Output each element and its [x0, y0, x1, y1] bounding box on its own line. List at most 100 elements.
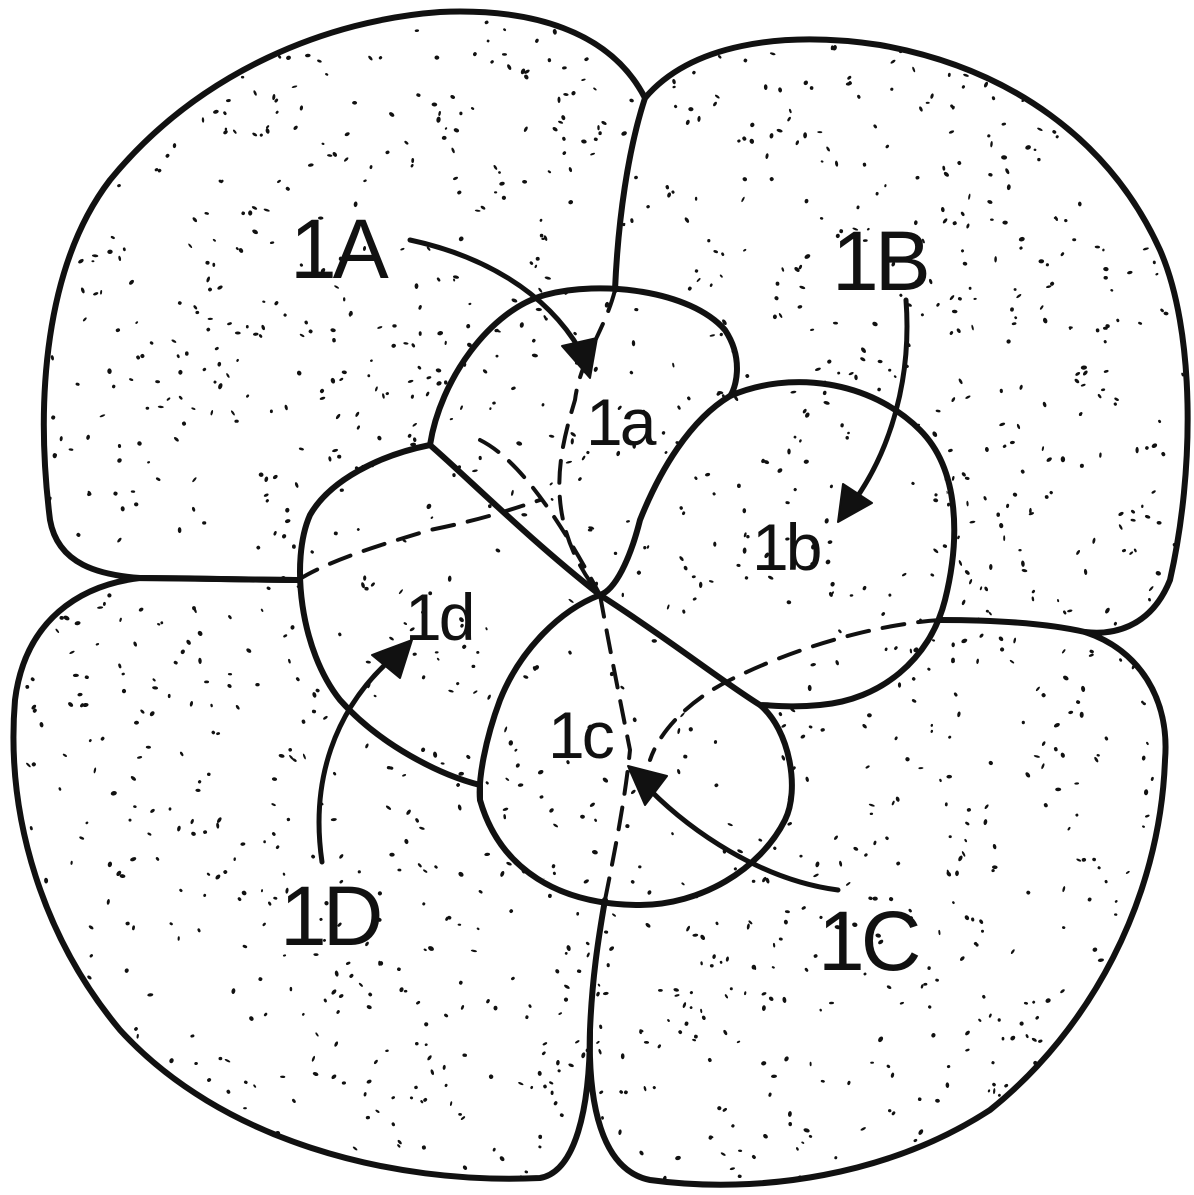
stipple-dot [372, 754, 376, 761]
stipple-dot [568, 598, 574, 603]
stipple-dot [234, 419, 239, 422]
stipple-dot [1163, 658, 1167, 663]
stipple-dot [169, 922, 173, 926]
stipple-dot [297, 531, 300, 537]
stipple-dot [979, 633, 985, 639]
stipple-dot [419, 331, 422, 336]
stipple-dot [312, 1071, 319, 1076]
stipple-dot [696, 277, 701, 282]
stipple-dot [597, 529, 604, 535]
stipple-dot [223, 1130, 228, 1135]
stipple-dot [107, 861, 112, 867]
stipple-dot [147, 41, 152, 44]
stipple-dot [961, 599, 966, 606]
stipple-dot [180, 649, 186, 655]
stipple-dot [804, 253, 811, 260]
stipple-dot [296, 370, 302, 376]
stipple-dot [746, 923, 750, 930]
stipple-dot [506, 64, 512, 71]
stipple-dot [464, 420, 468, 423]
stipple-dot [559, 1113, 564, 1118]
stipple-dot [366, 314, 370, 318]
stipple-dot [188, 243, 193, 249]
stipple-dot [762, 628, 766, 633]
stipple-dot [366, 1079, 372, 1084]
micromere-1a-outline [430, 288, 737, 595]
stipple-dot [1069, 1174, 1075, 1177]
stipple-dot [132, 925, 136, 930]
stipple-dot [869, 803, 876, 807]
stipple-dot [842, 765, 847, 770]
stipple-dot [319, 388, 325, 394]
stipple-dot [709, 283, 713, 287]
stipple-dot [744, 323, 752, 330]
stipple-dot [1130, 518, 1136, 522]
stipple-dot [988, 173, 993, 178]
stipple-dot [898, 478, 900, 482]
stipple-dot [559, 412, 564, 416]
stipple-dot [532, 881, 536, 885]
stipple-dot [960, 249, 964, 253]
stipple-dot [781, 755, 786, 762]
stipple-dot [106, 1073, 112, 1078]
stipple-dot [230, 410, 235, 416]
stipple-dot [583, 878, 590, 884]
stipple-dot [1060, 752, 1066, 758]
stipple-dot [179, 751, 184, 757]
stipple-dot [965, 821, 971, 826]
stipple-dot [25, 594, 29, 598]
stipple-dot [566, 945, 572, 952]
stipple-dot [531, 338, 536, 343]
stipple-dot [1088, 622, 1095, 629]
stipple-dot [355, 612, 361, 618]
stipple-dot [810, 663, 816, 667]
stipple-dot [397, 487, 404, 494]
stipple-dot [314, 763, 320, 768]
stipple-dot [405, 809, 411, 816]
stipple-dot [107, 249, 113, 254]
stipple-dot [587, 650, 595, 657]
stipple-dot [599, 466, 605, 471]
stipple-dot [412, 782, 418, 787]
stipple-dot [363, 575, 366, 581]
stipple-dot [307, 337, 312, 340]
stipple-dot [680, 544, 686, 546]
stipple-dot [823, 400, 830, 405]
stipple-dot [506, 861, 513, 866]
stipple-dot [629, 370, 634, 375]
stipple-dot [839, 457, 844, 461]
stipple-dot [935, 409, 940, 413]
stipple-dot [787, 449, 790, 455]
stipple-dot [902, 530, 908, 534]
stipple-dot [473, 690, 478, 695]
stipple-dot [95, 643, 99, 647]
stipple-dot [523, 74, 529, 81]
stipple-dot [382, 393, 386, 399]
stipple-dot [494, 1006, 498, 1011]
stipple-dot [543, 418, 549, 422]
stipple-dot [321, 142, 324, 145]
stipple-dot [224, 1058, 231, 1063]
stipple-dot [810, 86, 814, 90]
stipple-dot [579, 885, 584, 889]
stipple-dot [458, 1113, 462, 1116]
stipple-dot [957, 855, 963, 862]
stipple-dot [451, 147, 456, 154]
stipple-dot [939, 804, 945, 810]
stipple-dot [1061, 29, 1067, 34]
stipple-dot [31, 762, 37, 768]
stipple-dot [551, 532, 555, 539]
stipple-dot [834, 401, 839, 406]
stipple-dot [341, 1172, 345, 1178]
stipple-dot [272, 777, 278, 781]
stipple-dot [404, 838, 409, 844]
stipple-dot [366, 1116, 371, 1120]
stipple-dot [563, 492, 569, 496]
stipple-dot [273, 531, 277, 536]
stipple-dot [881, 611, 886, 616]
stipple-dot [587, 611, 594, 617]
stipple-dot [799, 678, 803, 682]
stipple-dot [600, 781, 605, 786]
stipple-dot [963, 73, 970, 77]
stipple-dot [492, 401, 496, 405]
